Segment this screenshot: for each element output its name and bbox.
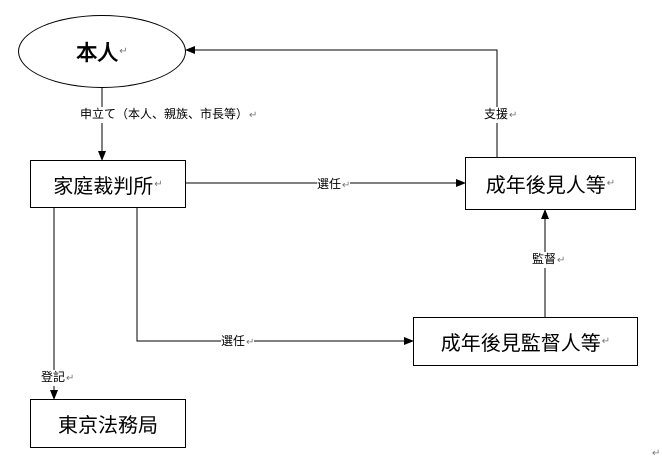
edge-label-appoint-guardian: 選任↵ [317,177,351,193]
node-guardian-label: 成年後見人等 [485,173,606,197]
appoint-supervisor-arrow [136,208,414,345]
node-tokyo-legal-affairs-bureau-label: 東京法務局 [58,413,158,437]
return-mark: ↵ [66,373,75,384]
edge-label-supervise: 監督↵ [532,252,566,268]
return-mark: ↵ [249,110,258,121]
edge-label-register: 登記↵ [41,370,75,386]
edge-label-appoint-supervisor: 選任↵ [221,334,255,350]
node-person: 本人↵ [18,15,186,88]
paragraph-end-mark: ↵ [652,448,661,459]
edge-label-support: 支援↵ [484,107,518,123]
node-tokyo-legal-affairs-bureau: 東京法務局 [30,399,186,448]
return-mark: ↵ [509,110,518,121]
node-family-court-label: 家庭裁判所 [53,173,154,198]
node-guardian: 成年後見人等↵ [465,157,636,210]
return-mark: ↵ [601,336,611,347]
return-mark: ↵ [342,180,351,191]
return-mark: ↵ [557,255,566,266]
return-mark: ↵ [119,46,128,57]
return-mark: ↵ [246,337,255,348]
return-mark: ↵ [606,178,616,189]
node-guardian-supervisor: 成年後見監督人等↵ [413,317,638,366]
edge-label-petition: 申立て（本人、親族、市長等）↵ [80,107,258,123]
node-guardian-supervisor-label: 成年後見監督人等 [440,331,601,355]
return-mark: ↵ [154,178,163,190]
node-family-court: 家庭裁判所↵ [30,160,186,208]
support-arrow [185,46,498,157]
node-person-label: 本人 [76,40,119,65]
